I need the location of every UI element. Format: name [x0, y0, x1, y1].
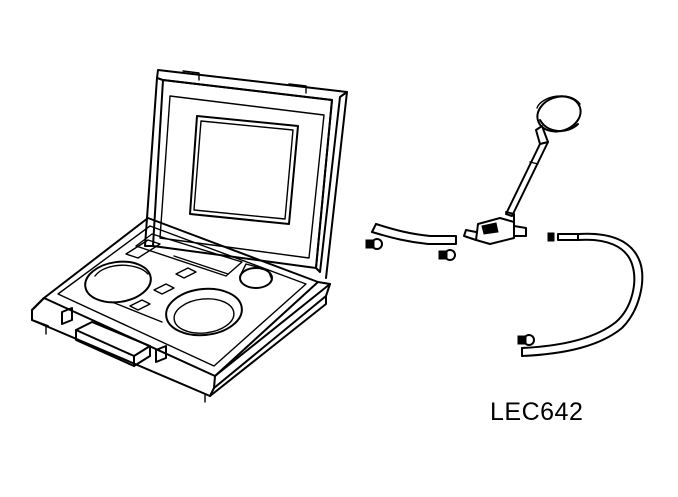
long-hose-icon: [517, 232, 644, 357]
hose-with-clamps-icon: [365, 223, 457, 261]
figure-code-label: LEC642: [490, 398, 584, 426]
pressure-gauge-icon: [463, 95, 582, 245]
tool-case-icon: [31, 69, 348, 403]
